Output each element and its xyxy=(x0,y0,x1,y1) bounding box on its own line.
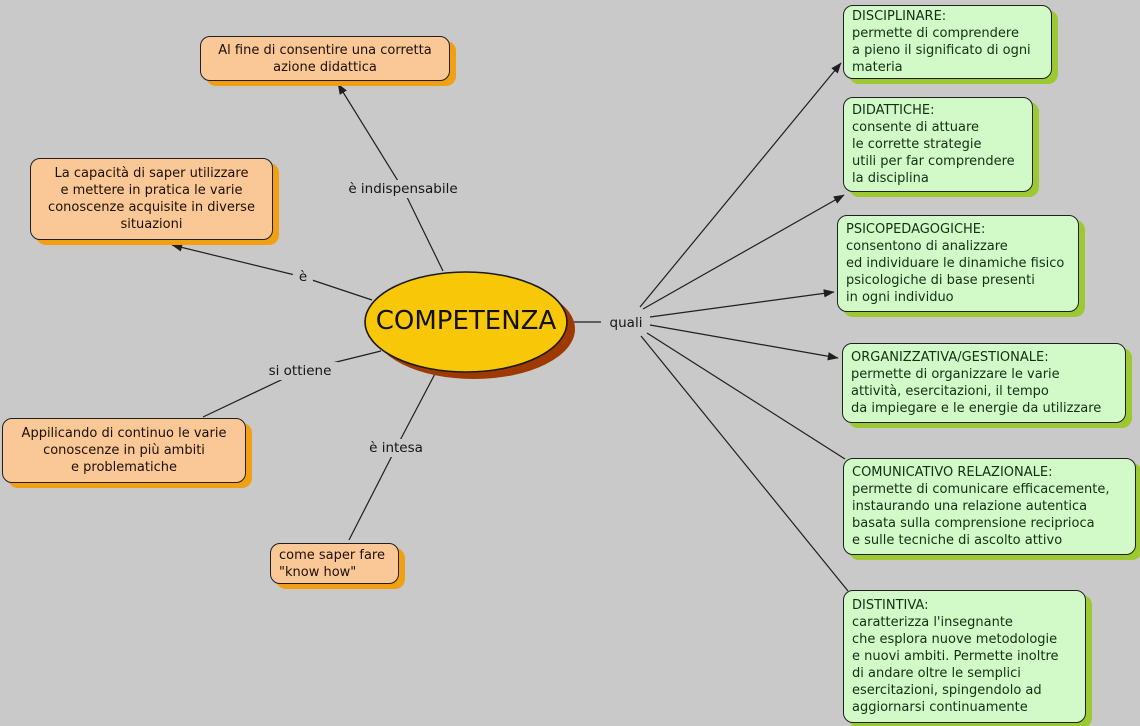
link-line-e xyxy=(171,243,373,301)
concept-node-distintiva[interactable]: DISTINTIVA: caratterizza l'insegnante ch… xyxy=(843,590,1086,723)
link-line-distintiva xyxy=(640,335,849,592)
link-label-quali[interactable]: quali xyxy=(603,314,649,332)
link-line-psicopedagogiche xyxy=(649,289,835,318)
concept-node-know-how[interactable]: come saper fare "know how" xyxy=(270,543,399,584)
link-line-organizzativa xyxy=(649,324,839,361)
concept-node-al-fine[interactable]: Al fine di consentire una corretta azion… xyxy=(200,36,450,81)
concept-node-disciplinare[interactable]: DISCIPLINARE: permette di comprendere a … xyxy=(843,5,1052,79)
link-line-comunicativo xyxy=(646,332,846,460)
concept-node-organizzativa[interactable]: ORGANIZZATIVA/GESTIONALE: permette di or… xyxy=(842,343,1126,423)
link-label-si-ottiene[interactable]: si ottiene xyxy=(262,362,338,380)
concept-node-psicopedagogiche[interactable]: PSICOPEDAGOGICHE: consentono di analizza… xyxy=(837,215,1079,312)
link-line-didattiche xyxy=(642,194,845,310)
link-label-e-indispensabile[interactable]: è indispensabile xyxy=(342,180,464,198)
concept-node-competenza[interactable]: COMPETENZA xyxy=(375,306,557,336)
link-line-indispensabile xyxy=(337,83,444,272)
concept-node-appilicando[interactable]: Appilicando di continuo le varie conosce… xyxy=(2,418,246,483)
concept-node-la-capacita[interactable]: La capacità di saper utilizzare e metter… xyxy=(30,158,273,240)
link-line-disciplinare xyxy=(639,62,842,308)
center-ellipse[interactable] xyxy=(364,271,568,373)
link-label-e-intesa[interactable]: è intesa xyxy=(363,439,429,457)
link-label-e[interactable]: è xyxy=(292,268,314,286)
link-line-si-ottiene xyxy=(202,350,382,418)
concept-node-didattiche[interactable]: DIDATTICHE: consente di attuare le corre… xyxy=(843,97,1033,192)
concept-node-comunicativo[interactable]: COMUNICATIVO RELAZIONALE: permette di co… xyxy=(843,458,1136,555)
